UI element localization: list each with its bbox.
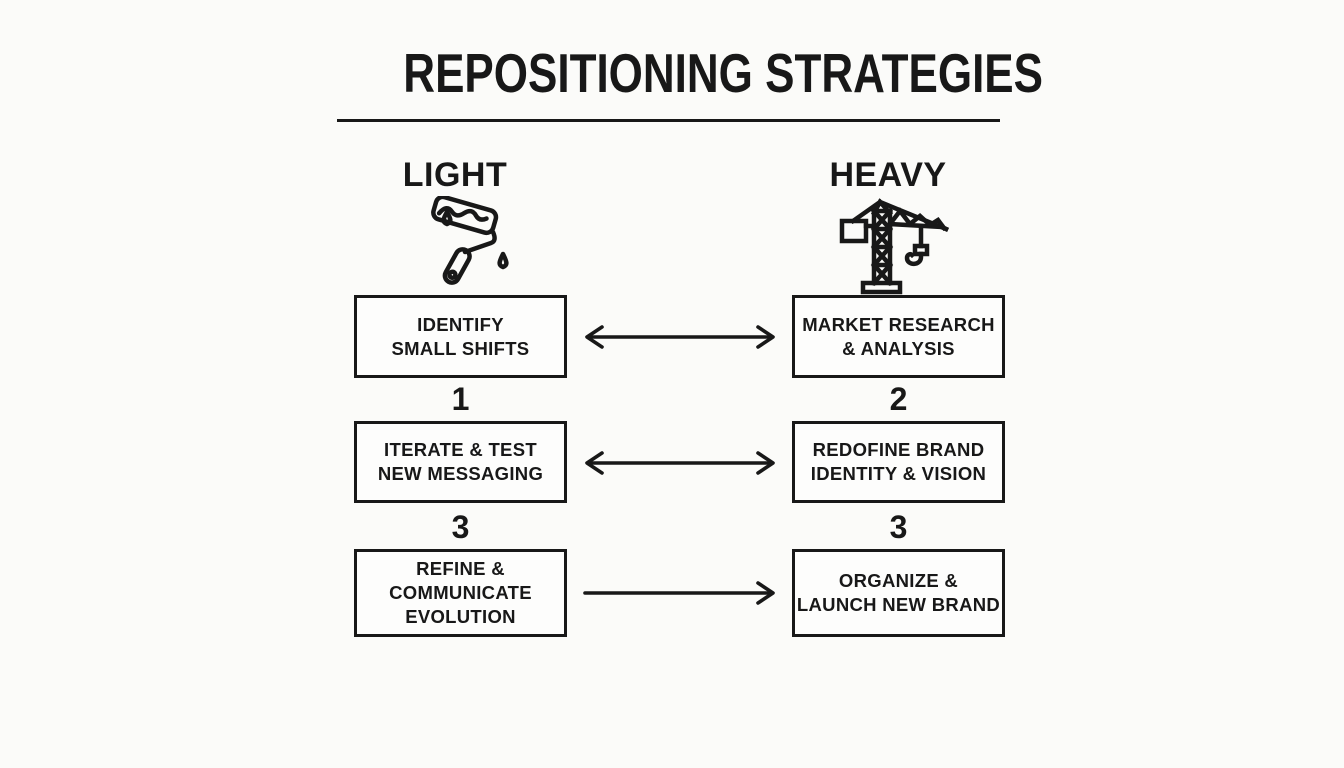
construction-crane-icon xyxy=(832,197,952,295)
step-box-market-research-analysis: MARKET RESEARCH & ANALYSIS xyxy=(792,295,1005,378)
title-underline xyxy=(337,119,1000,122)
paint-roller-icon xyxy=(421,196,509,292)
bidirectional-arrow-row-2 xyxy=(585,451,775,475)
step-box-iterate-test-messaging: ITERATE & TEST NEW MESSAGING xyxy=(354,421,567,503)
step-number-heavy-2: 3 xyxy=(889,509,908,545)
step-box-organize-launch-brand: ORGANIZE & LAUNCH NEW BRAND xyxy=(792,549,1005,637)
step-number-heavy-1: 2 xyxy=(889,381,908,417)
column-header-heavy: HEAVY xyxy=(829,156,947,194)
bidirectional-arrow-row-1 xyxy=(585,325,775,349)
step-box-identify-small-shifts: IDENTIFY SMALL SHIFTS xyxy=(354,295,567,378)
step-box-refine-communicate-evolution: REFINE & COMMUNICATE EVOLUTION xyxy=(354,549,567,637)
step-number-light-2: 3 xyxy=(451,509,470,545)
step-number-light-1: 1 xyxy=(451,381,470,417)
arrow-right-row-3 xyxy=(583,581,775,605)
column-header-light: LIGHT xyxy=(402,156,508,194)
step-box-redefine-brand-identity: REDOFINE BRAND IDENTITY & VISION xyxy=(792,421,1005,503)
page-title: REPOSITIONING STRATEGIES xyxy=(403,42,1043,104)
